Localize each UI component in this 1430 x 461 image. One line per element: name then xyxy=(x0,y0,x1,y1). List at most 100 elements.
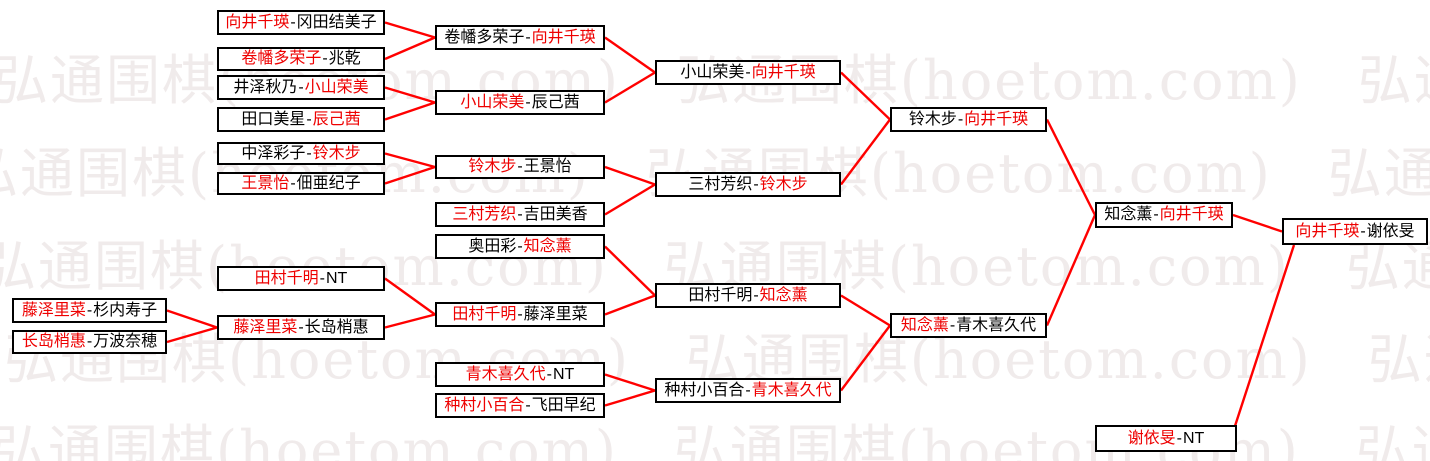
player-name-winner: 卷幡多荣子 xyxy=(241,50,322,67)
player-name: 杉内寿子 xyxy=(93,301,158,319)
player-name: 王景怡 xyxy=(523,158,572,175)
match-box-izawa_koyama[interactable]: 井泽秋乃-小山荣美 xyxy=(217,75,385,100)
player-name-winner: 长岛梢惠 xyxy=(21,333,86,350)
match-box-nagashima_manami[interactable]: 长岛梢惠-万波奈穂 xyxy=(12,330,167,354)
player-name: 三村芳织 xyxy=(688,175,753,193)
name-separator: - xyxy=(753,175,759,193)
bracket-connector xyxy=(604,165,656,186)
player-name-winner: 青木喜久代 xyxy=(465,365,546,383)
player-name-winner: 小山荣美 xyxy=(304,78,369,96)
player-name: 辰己茜 xyxy=(531,93,580,111)
player-name: 冈田结美子 xyxy=(296,13,377,31)
player-name: 井泽秋乃 xyxy=(233,78,298,96)
match-box-aoki_nt[interactable]: 青木喜久代-NT xyxy=(435,362,605,387)
match-box-makihata_zhao[interactable]: 卷幡多荣子-兆乾 xyxy=(217,47,385,71)
player-name-winner: 王景怡 xyxy=(241,174,290,192)
player-name-winner: 知念薰 xyxy=(759,286,808,304)
name-separator: - xyxy=(525,396,531,414)
bracket-connector xyxy=(840,294,891,327)
player-name: 田村千明 xyxy=(688,286,753,304)
match-box-okuda_chinen[interactable]: 奥田彩-知念薰 xyxy=(435,234,605,259)
player-name: NT xyxy=(1183,429,1205,447)
name-separator: - xyxy=(517,158,523,175)
player-name: NT xyxy=(326,269,348,287)
bracket-connector xyxy=(604,389,656,407)
match-box-mukai_xie[interactable]: 向井千瑛-谢依旻 xyxy=(1282,218,1428,245)
bracket-connector xyxy=(604,245,656,297)
player-name: 种村小百合 xyxy=(664,381,745,399)
match-box-fujisawa_nagashima[interactable]: 藤泽里菜-长岛梢惠 xyxy=(217,315,385,340)
player-name: 知念薰 xyxy=(1104,206,1153,223)
player-name: NT xyxy=(553,365,575,383)
match-box-suzuki_mukai[interactable]: 铃木步-向井千瑛 xyxy=(890,107,1047,132)
name-separator: - xyxy=(753,286,759,304)
name-separator: - xyxy=(290,13,296,31)
match-box-fujisawa_sugiuchi[interactable]: 藤泽里菜-杉内寿子 xyxy=(12,298,167,323)
player-name-winner: 种村小百合 xyxy=(444,396,525,414)
match-box-wang_tsukuda[interactable]: 王景怡-佃亜纪子 xyxy=(217,172,385,195)
match-box-tamura_fujisawa[interactable]: 田村千明-藤泽里菜 xyxy=(435,302,605,327)
player-name-winner: 谢依旻 xyxy=(1127,429,1176,447)
player-name: 小山荣美 xyxy=(680,63,745,81)
player-name-winner: 铃木步 xyxy=(468,158,517,175)
name-separator: - xyxy=(290,174,296,192)
match-box-tamura_nt[interactable]: 田村千明-NT xyxy=(217,266,385,291)
match-box-tamura_chinen[interactable]: 田村千明-知念薰 xyxy=(655,283,841,308)
bracket-connector xyxy=(604,373,656,392)
name-separator: - xyxy=(322,50,328,67)
bracket-connector xyxy=(384,313,436,329)
name-separator: - xyxy=(306,110,312,128)
bracket-connector xyxy=(840,71,891,121)
match-box-xie_nt[interactable]: 谢依旻-NT xyxy=(1095,425,1237,452)
player-name-winner: 青木喜久代 xyxy=(751,381,832,399)
bracket-connector xyxy=(604,183,656,216)
match-box-tanemura_aoki[interactable]: 种村小百合-青木喜久代 xyxy=(655,378,841,403)
bracket-connector xyxy=(604,36,656,74)
match-box-nakazawa_suzuki[interactable]: 中泽彩子-铃木步 xyxy=(217,142,385,165)
name-separator: - xyxy=(298,78,304,96)
name-separator: - xyxy=(298,318,304,336)
match-box-chinen_mukai[interactable]: 知念薰-向井千瑛 xyxy=(1095,202,1233,228)
player-name: 佃亜纪子 xyxy=(296,174,361,192)
player-name-winner: 向井千瑛 xyxy=(964,110,1029,128)
match-box-makihata_mukai[interactable]: 卷幡多荣子-向井千瑛 xyxy=(435,25,605,50)
player-name-winner: 三村芳织 xyxy=(452,205,517,223)
name-separator: - xyxy=(745,381,751,399)
name-separator: - xyxy=(86,301,93,319)
bracket-connector xyxy=(840,324,891,392)
name-separator: - xyxy=(1176,429,1182,447)
name-separator: - xyxy=(525,28,531,46)
player-name-winner: 田村千明 xyxy=(452,305,517,323)
player-name-winner: 向井千瑛 xyxy=(225,13,290,31)
match-box-taguchi_tatsumi[interactable]: 田口美星-辰己茜 xyxy=(217,107,385,132)
match-box-mimura_suzuki[interactable]: 三村芳织-铃木步 xyxy=(655,172,841,197)
match-box-mukai_okada[interactable]: 向井千瑛-冈田结美子 xyxy=(217,10,385,35)
bracket-connector xyxy=(384,165,436,185)
player-name: 兆乾 xyxy=(328,50,361,67)
match-box-koyama_tatsumi[interactable]: 小山荣美-辰己茜 xyxy=(435,90,605,115)
match-box-chinen_aoki[interactable]: 知念薰-青木喜久代 xyxy=(890,313,1047,338)
bracket-connector xyxy=(384,277,436,316)
player-name-winner: 向井千瑛 xyxy=(531,28,596,46)
bracket-connector xyxy=(384,86,436,104)
match-box-tanemura_tobita[interactable]: 种村小百合-飞田早纪 xyxy=(435,393,605,418)
bracket-connector xyxy=(1233,244,1296,427)
player-name-winner: 小山荣美 xyxy=(460,93,525,111)
name-separator: - xyxy=(525,93,531,111)
bracket-connector xyxy=(1045,214,1097,326)
player-name: 铃木步 xyxy=(908,110,957,128)
player-name: 谢依旻 xyxy=(1366,222,1415,240)
name-separator: - xyxy=(546,365,552,383)
player-name-winner: 知念薰 xyxy=(523,237,572,255)
match-box-suzuki_wang[interactable]: 铃木步-王景怡 xyxy=(435,155,605,179)
name-separator: - xyxy=(957,110,964,128)
player-name-winner: 知念薰 xyxy=(900,316,949,334)
name-separator: - xyxy=(1360,222,1366,240)
bracket-connector xyxy=(384,21,436,39)
name-separator: - xyxy=(949,316,956,334)
match-box-koyama_mukai[interactable]: 小山荣美-向井千瑛 xyxy=(655,60,841,85)
match-box-mimura_yoshida[interactable]: 三村芳织-吉田美香 xyxy=(435,202,605,227)
player-name-winner: 铃木步 xyxy=(759,175,808,193)
player-name-winner: 藤泽里菜 xyxy=(21,301,86,319)
